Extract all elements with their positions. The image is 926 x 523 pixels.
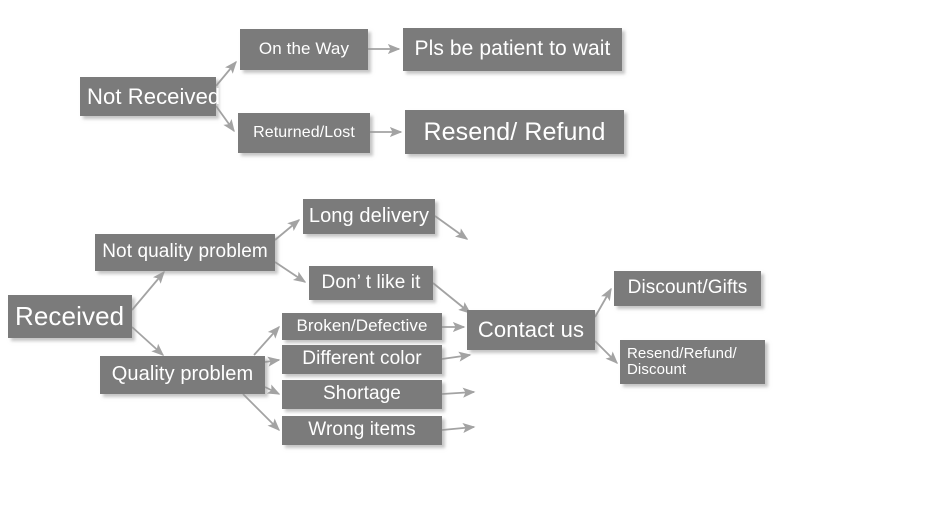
arrow-contact-us-to-resend-refund-disc (594, 340, 619, 365)
node-quality-problem[interactable]: Quality problem (100, 356, 265, 394)
arrow-quality-to-wrong-items (242, 393, 281, 432)
node-different-color[interactable]: Different color (282, 345, 442, 374)
node-resend-refund[interactable]: Resend/ Refund (405, 110, 624, 154)
arrow-received-to-not-quality (131, 270, 165, 311)
node-not-received[interactable]: Not Received (80, 77, 220, 116)
arrow-quality-to-different-color (264, 356, 281, 367)
node-pls-be-patient[interactable]: Pls be patient to wait (403, 28, 622, 71)
node-long-delivery[interactable]: Long delivery (303, 199, 435, 234)
node-returned-lost[interactable]: Returned/Lost (238, 113, 370, 153)
arrow-long-delivery-to-contact-us (434, 215, 469, 240)
arrow-quality-to-broken-defective (253, 325, 280, 356)
node-received[interactable]: Received (8, 295, 132, 338)
node-resend-refund-discount[interactable]: Resend/Refund/ Discount (620, 340, 765, 384)
node-on-the-way[interactable]: On the Way (240, 29, 368, 70)
arrow-not-quality-to-long-delivery (274, 219, 301, 241)
arrow-quality-to-shortage (264, 384, 281, 395)
arrow-not-quality-to-dont-like-it (274, 261, 307, 283)
node-discount-gifts[interactable]: Discount/Gifts (614, 271, 761, 306)
arrow-wrong-items-to-contact-us (441, 423, 476, 434)
node-wrong-items[interactable]: Wrong items (282, 416, 442, 445)
arrow-not-received-to-on-the-way (215, 60, 237, 87)
arrow-contact-us-to-discount-gifts (594, 287, 612, 318)
arrow-received-to-quality (131, 326, 165, 356)
node-dont-like-it[interactable]: Don’ t like it (309, 266, 433, 300)
node-not-quality-problem[interactable]: Not quality problem (95, 234, 275, 271)
node-contact-us[interactable]: Contact us (467, 310, 595, 350)
node-broken-defective[interactable]: Broken/Defective (282, 313, 442, 340)
arrow-different-color-to-contact-us (441, 351, 472, 362)
arrow-shortage-to-contact-us (441, 387, 476, 398)
node-shortage[interactable]: Shortage (282, 380, 442, 409)
arrow-dont-like-it-to-contact-us (432, 282, 472, 314)
arrow-not-received-to-returned-lost (215, 105, 235, 133)
